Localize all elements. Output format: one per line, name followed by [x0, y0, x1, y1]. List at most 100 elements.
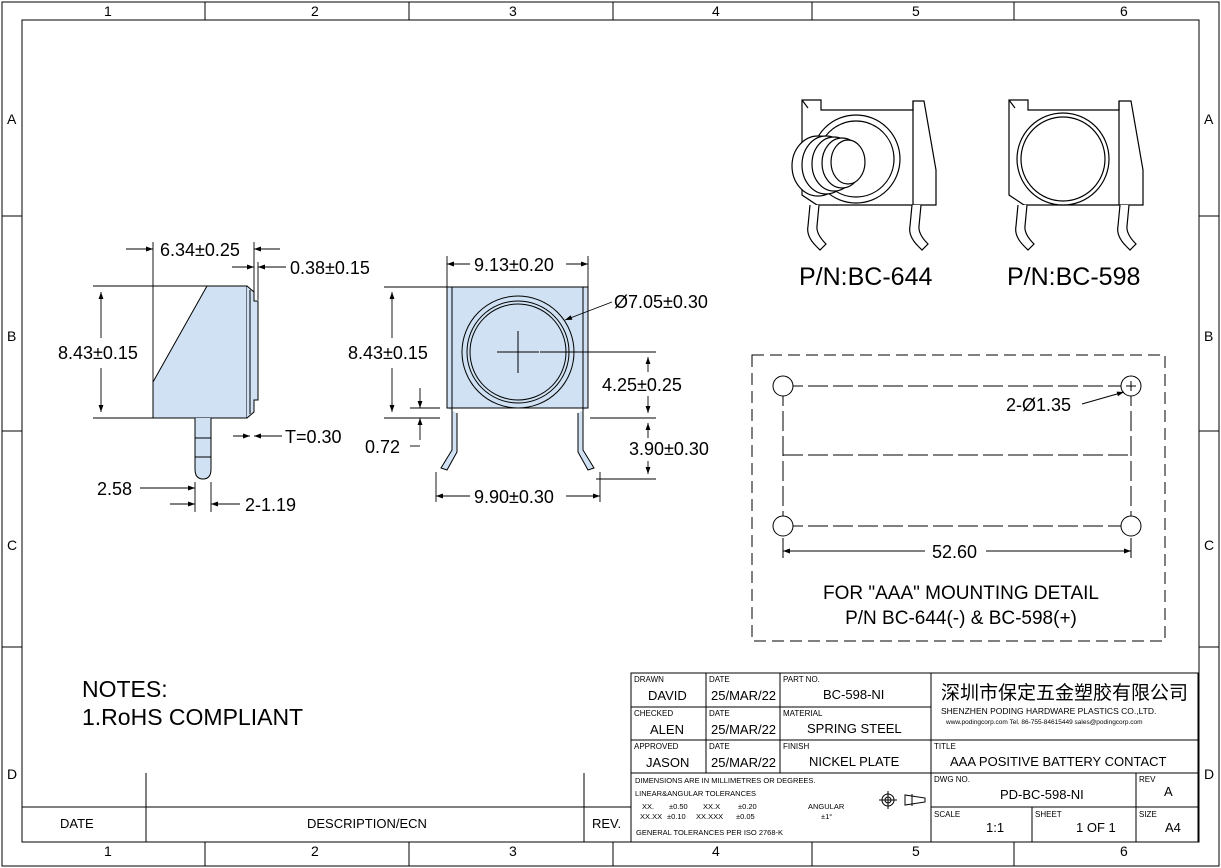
notes-item-1: 1.RoHS COMPLIANT [82, 704, 304, 730]
revision-date-header: DATE [60, 816, 94, 831]
approved-label: APPROVED [634, 742, 679, 751]
zone-col-6-bottom: 6 [1120, 843, 1128, 859]
dim-tab-offset: 2.58 [97, 479, 133, 499]
part-no-label: PART NO. [783, 675, 820, 684]
zone-col-4-top: 4 [712, 3, 720, 19]
dim-thickness-t: T=0.30 [285, 427, 342, 447]
zone-col-1-top: 1 [104, 3, 112, 19]
dim-base-offset: 0.72 [365, 437, 401, 457]
notes-title: NOTES: [82, 676, 168, 702]
angular-value: ±1° [821, 812, 833, 821]
drawn-date-value: 25/MAR/22 [711, 688, 777, 703]
sheet-value: 1 OF 1 [1076, 820, 1116, 835]
dwg-no-value: PD-BC-598-NI [1000, 787, 1084, 802]
zone-col-1-bottom: 1 [104, 843, 112, 859]
zone-row-c-left: C [7, 537, 18, 553]
front-view-dimensions [384, 256, 656, 502]
dim-side-height: 8.43±0.15 [58, 343, 138, 363]
zone-col-3-top: 3 [509, 3, 517, 19]
dimensions-note: DIMENSIONS ARE IN MILLIMETRES OR DEGREES… [635, 776, 816, 785]
checked-date-value: 25/MAR/22 [711, 722, 777, 737]
tol-xx-value: ±0.50 [669, 802, 688, 811]
zone-row-d-right: D [1204, 766, 1215, 782]
title-block-lines [630, 672, 1199, 843]
sheet-label: SHEET [1035, 810, 1062, 819]
dim-side-width: 6.34±0.25 [160, 240, 240, 260]
size-label: SIZE [1139, 810, 1157, 819]
mounting-caption-line2: P/N BC-644(-) & BC-598(+) [845, 608, 1077, 629]
part-no-value: BC-598-NI [823, 687, 885, 702]
checked-label: CHECKED [634, 709, 674, 718]
scale-label: SCALE [934, 810, 961, 819]
approved-date-value: 25/MAR/22 [711, 755, 777, 770]
zone-col-5-top: 5 [912, 3, 920, 19]
zone-col-6-top: 6 [1120, 3, 1128, 19]
zone-row-d-left: D [7, 766, 18, 782]
checked-value: ALEN [650, 722, 684, 737]
mounting-caption-line1: FOR "AAA" MOUNTING DETAIL [823, 583, 1099, 604]
part-number-bc-598: P/N:BC-598 [1007, 263, 1141, 291]
zone-row-b-left: B [7, 328, 17, 344]
dim-front-width: 9.13±0.20 [474, 255, 554, 275]
dim-diameter: Ø7.05±0.30 [614, 292, 708, 312]
tol-xx: XX. [642, 802, 655, 811]
zone-col-2-top: 2 [311, 3, 319, 19]
approved-value: JASON [646, 755, 690, 770]
material-value: SPRING STEEL [807, 721, 902, 736]
zone-row-a-left: A [7, 111, 17, 127]
tol-xxx: XX.X [703, 802, 721, 811]
dim-leg-height: 3.90±0.30 [629, 439, 709, 459]
dim-leg-span: 9.90±0.30 [474, 487, 554, 507]
tol-xxxx-value: ±0.10 [667, 812, 686, 821]
mounting-hole-label: 2-Ø1.35 [1006, 395, 1072, 415]
mounting-detail [751, 354, 1166, 642]
dim-front-height: 8.43±0.15 [348, 343, 428, 363]
company-contact: www.podingcorp.com Tel. 86-755-84615449 … [946, 719, 1143, 726]
approved-date-label: DATE [709, 742, 730, 751]
tol-xxx-value: ±0.20 [738, 802, 757, 811]
size-value: A4 [1165, 820, 1181, 835]
company-name-en: SHENZHEN PODING HARDWARE PLASTICS CO.,LT… [941, 706, 1157, 716]
revision-rev-header: REV. [592, 816, 622, 831]
angular-label: ANGULAR [808, 802, 845, 811]
mounting-distance: 52.60 [932, 542, 978, 562]
front-view [440, 286, 595, 471]
zone-row-c-right: C [1204, 537, 1215, 553]
zone-row-a-right: A [1204, 111, 1214, 127]
zone-row-b-right: B [1204, 328, 1214, 344]
side-view [152, 285, 259, 480]
title-value: AAA POSITIVE BATTERY CONTACT [950, 754, 1167, 769]
rev-label: REV [1139, 775, 1156, 784]
product-bc-598 [1008, 99, 1144, 251]
tol-xxxxx-value: ±0.05 [736, 812, 755, 821]
dwg-no-label: DWG NO. [934, 775, 970, 784]
dim-side-thickness: 0.38±0.15 [290, 258, 370, 278]
dim-center-height: 4.25±0.25 [602, 375, 682, 395]
checked-date-label: DATE [709, 709, 730, 718]
title-label: TITLE [934, 742, 956, 751]
zone-col-4-bottom: 4 [712, 843, 720, 859]
zone-col-5-bottom: 5 [912, 843, 920, 859]
general-tolerances: GENERAL TOLERANCES PER ISO 2768-K [636, 828, 784, 837]
side-view-dimensions [93, 242, 286, 512]
rev-value: A [1164, 784, 1173, 799]
tol-xxxx: XX.XX [640, 812, 663, 821]
dim-tab-width: 2-1.19 [245, 495, 297, 515]
revision-description-header: DESCRIPTION/ECN [307, 816, 427, 831]
finish-label: FINISH [783, 742, 810, 751]
drawn-value: DAVID [648, 688, 687, 703]
product-bc-644 [791, 99, 937, 251]
drawn-label: DRAWN [634, 675, 664, 684]
zone-col-3-bottom: 3 [509, 843, 517, 859]
tolerance-heading: LINEAR&ANGULAR TOLERANCES [635, 789, 757, 798]
scale-value: 1:1 [986, 820, 1005, 835]
revision-table-lines [22, 773, 631, 842]
part-number-bc-644: P/N:BC-644 [799, 263, 933, 291]
zone-col-2-bottom: 2 [311, 843, 319, 859]
tol-xxxxx: XX.XXX [696, 812, 724, 821]
material-label: MATERIAL [783, 709, 823, 718]
company-name-cn: 深圳市保定五金塑胶有限公司 [941, 683, 1189, 704]
